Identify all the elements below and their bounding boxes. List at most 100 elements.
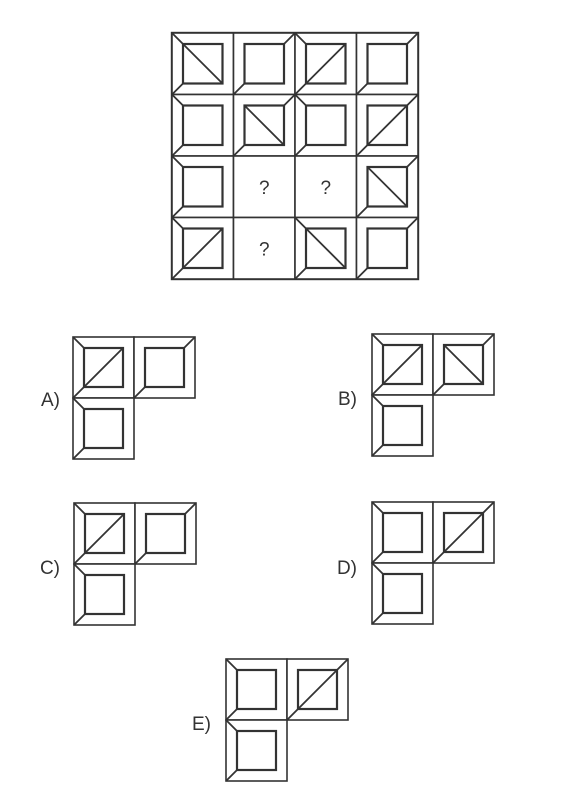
answer-option-d[interactable]: D) [337, 501, 495, 625]
bevel-line [72, 447, 85, 460]
bevel-line [72, 336, 85, 349]
bevel-line [171, 155, 184, 168]
option-tile [72, 336, 135, 399]
tile-inner-square [381, 404, 424, 447]
diagonal-line [182, 227, 224, 269]
option-tile [432, 501, 495, 564]
diagonal-line [366, 166, 408, 208]
tile-inner-square [83, 573, 126, 616]
bevel-line [371, 383, 384, 396]
answer-options: A) B) C) D) E) [40, 333, 495, 782]
option-tile [371, 501, 434, 564]
option-tile [432, 333, 495, 396]
bevel-line [171, 216, 184, 230]
bevel-line [225, 658, 238, 671]
bevel-line [184, 502, 197, 515]
grid-cell [294, 93, 358, 157]
bevel-line [294, 82, 307, 96]
diagonal-line [305, 43, 347, 85]
grid-cell [171, 93, 235, 157]
option-tile [371, 333, 434, 396]
grid-cell [232, 32, 296, 96]
diagonal-line [443, 344, 484, 385]
option-tile [286, 658, 349, 721]
grid-cell [171, 216, 235, 280]
answer-option-a[interactable]: A) [41, 336, 196, 460]
option-tile [225, 658, 288, 721]
bevel-line [336, 658, 349, 671]
bevel-line [432, 551, 445, 564]
bevel-line [371, 444, 384, 457]
bevel-line [294, 93, 307, 107]
bevel-line [482, 333, 495, 346]
diagonal-line [297, 669, 338, 710]
bevel-line [371, 612, 384, 625]
bevel-line [225, 769, 238, 782]
grid-cell [355, 216, 419, 280]
option-label: A) [41, 390, 60, 411]
answer-option-e[interactable]: E) [192, 658, 349, 782]
option-tile [133, 336, 196, 399]
tile-inner-square [143, 346, 186, 389]
bevel-line [73, 552, 86, 565]
diagonal-line [305, 227, 347, 269]
bevel-line [225, 708, 238, 721]
grid-cell-unknown: ? [232, 155, 296, 219]
bevel-line [225, 719, 238, 732]
bevel-line [73, 502, 86, 515]
bevel-line [171, 144, 184, 157]
bevel-line [171, 93, 184, 107]
bevel-line [171, 205, 184, 219]
tile-inner-square [144, 512, 187, 555]
tile-outline [294, 155, 358, 219]
bevel-line [355, 144, 369, 157]
bevel-line [294, 32, 307, 45]
bevel-line [294, 267, 307, 280]
option-label: C) [40, 558, 60, 579]
tile-inner-square [235, 729, 278, 772]
bevel-line [371, 551, 384, 564]
tile-inner-square [243, 42, 286, 85]
grid-cell-unknown: ? [294, 155, 358, 219]
grid-cell [355, 32, 419, 96]
bevel-line [134, 552, 147, 565]
option-tile [73, 563, 136, 626]
bevel-line [171, 32, 184, 45]
question-mark: ? [320, 178, 331, 199]
bevel-line [73, 563, 86, 576]
option-label: E) [192, 714, 211, 735]
question-mark: ? [259, 239, 270, 260]
diagonal-line [243, 104, 285, 146]
bevel-line [286, 708, 299, 721]
bevel-line [371, 562, 384, 575]
tile-inner-square [366, 42, 409, 85]
diagonal-line [382, 344, 423, 385]
bevel-line [232, 82, 246, 96]
bevel-line [171, 267, 184, 280]
answer-option-b[interactable]: B) [338, 333, 495, 457]
bevel-line [406, 216, 419, 230]
tile-inner-square [366, 227, 409, 270]
diagonal-line [182, 43, 224, 85]
answer-option-c[interactable]: C) [40, 502, 197, 626]
tile-outline [232, 216, 296, 280]
option-tile [371, 394, 434, 457]
option-tile [73, 502, 136, 565]
bevel-line [371, 333, 384, 346]
diagonal-line [443, 512, 484, 553]
bevel-line [73, 613, 86, 626]
bevel-line [371, 501, 384, 514]
option-tile [72, 397, 135, 460]
bevel-line [355, 205, 369, 219]
bevel-line [171, 82, 184, 96]
bevel-line [283, 32, 296, 45]
tile-inner-square [381, 572, 424, 615]
bevel-line [406, 93, 419, 107]
option-tile [225, 719, 288, 782]
grid-cell [171, 32, 235, 96]
bevel-line [133, 386, 146, 399]
bevel-line [294, 144, 307, 157]
grid-cell [171, 155, 235, 219]
tile-inner-square [381, 511, 424, 554]
